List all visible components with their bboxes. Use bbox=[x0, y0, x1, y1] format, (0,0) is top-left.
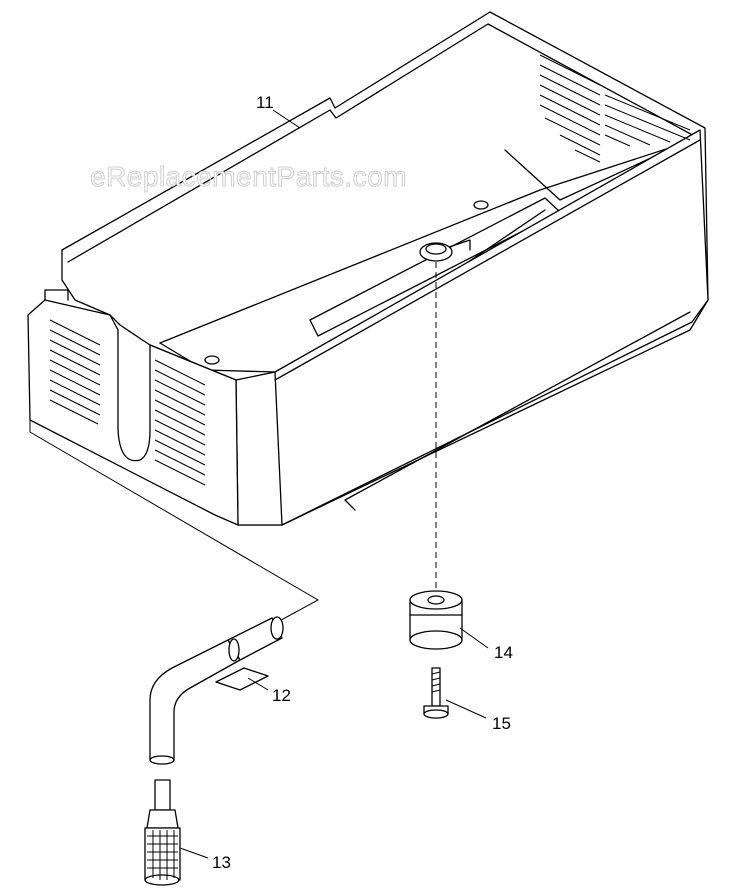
part-11-tank bbox=[27, 11, 709, 526]
part-15-screw bbox=[423, 667, 449, 719]
hose-routing-line bbox=[29, 420, 320, 626]
callout-13: 13 bbox=[212, 853, 231, 872]
leader-lines bbox=[179, 109, 489, 859]
callout-15: 15 bbox=[492, 714, 511, 733]
part-13-filter bbox=[144, 779, 181, 886]
callout-12: 12 bbox=[272, 686, 291, 705]
callout-14: 14 bbox=[494, 643, 513, 662]
part-12-hose bbox=[149, 616, 284, 765]
part-14-plug bbox=[409, 590, 463, 650]
callout-11: 11 bbox=[256, 93, 274, 112]
watermark-text: eReplacementParts.com bbox=[90, 161, 407, 192]
